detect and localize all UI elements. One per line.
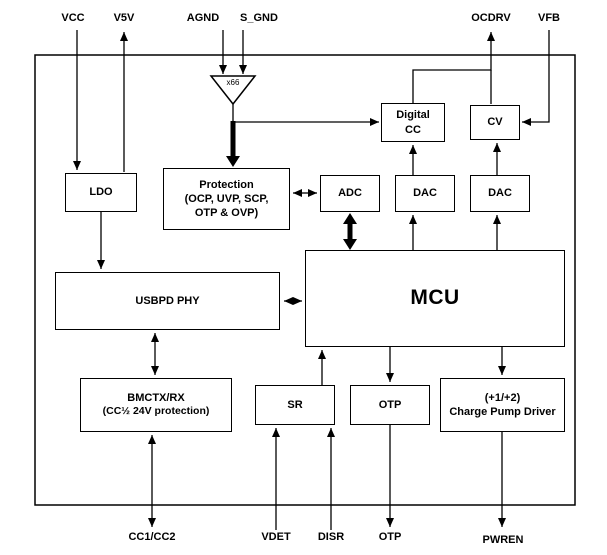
pin-vcc: VCC [61,12,85,24]
pin-v5v: V5V [113,12,135,24]
thick-arrows [226,121,357,250]
cv-label: CV [487,116,503,129]
block-dac-1: DAC [395,175,455,212]
block-digital-cc: Digital CC [381,103,445,142]
pin-vdet: VDET [261,531,291,543]
protection-label-line1: Protection [199,178,254,191]
adc-mcu-thick-head-up [343,213,357,224]
block-mcu: MCU [305,250,565,347]
amp-to-protection-thick-head [226,156,240,167]
current-sense-amp-triangle [209,75,257,106]
pin-pwren: PWREN [482,534,524,546]
block-dac-2: DAC [470,175,530,212]
ldo-label: LDO [89,186,113,199]
pin-sgnd: S_GND [240,12,278,24]
bmctx-label-line2: (CC½ 24V protection) [102,405,210,418]
charge-pump-label-line1: (+1/+2) [484,391,521,404]
block-otp: OTP [350,385,430,425]
block-ldo: LDO [65,173,137,212]
pin-vfb: VFB [538,12,560,24]
protection-label-line2: (OCP, UVP, SCP, [184,192,269,205]
block-adc: ADC [320,175,380,212]
wires [73,30,550,530]
otp-label: OTP [378,398,402,411]
pin-agnd: AGND [186,12,220,24]
wire-vfb-to-cv [522,30,550,126]
block-sr: SR [255,385,335,425]
adc-mcu-thick-head-down [343,239,357,250]
block-cv: CV [470,105,520,140]
dac1-label: DAC [413,187,437,200]
charge-pump-label-line2: Charge Pump Driver [449,406,556,418]
mcu-label: MCU [410,286,460,310]
digital-cc-label-line2: CC [405,123,421,136]
dac2-label: DAC [488,187,512,200]
block-bmctx-rx: BMCTX/RX (CC½ 24V protection) [80,378,232,432]
protection-label-line3: OTP & OVP) [194,207,259,220]
bmctx-label-line1: BMCTX/RX [127,392,185,405]
block-charge-pump-driver: (+1/+2) Charge Pump Driver [440,378,565,432]
amp-gain-label: x66 [226,78,240,87]
amp-to-protection-thick-shaft [230,121,236,157]
block-usbpd-phy: USBPD PHY [55,272,280,330]
chip-boundary [34,54,576,506]
adc-label: ADC [338,187,362,200]
usbpd-phy-label: USBPD PHY [135,294,200,307]
pin-cc1-cc2: CC1/CC2 [128,531,176,543]
wire-digital-cc-to-ocdrv [412,32,495,103]
adc-mcu-thick-shaft [347,222,353,241]
digital-cc-label-line1: Digital [396,109,430,122]
sr-label: SR [287,398,303,411]
pin-ocdrv: OCDRV [471,12,511,24]
pin-disr: DISR [317,531,345,543]
pin-otp: OTP [378,531,402,543]
block-protection: Protection (OCP, UVP, SCP, OTP & OVP) [163,168,290,230]
